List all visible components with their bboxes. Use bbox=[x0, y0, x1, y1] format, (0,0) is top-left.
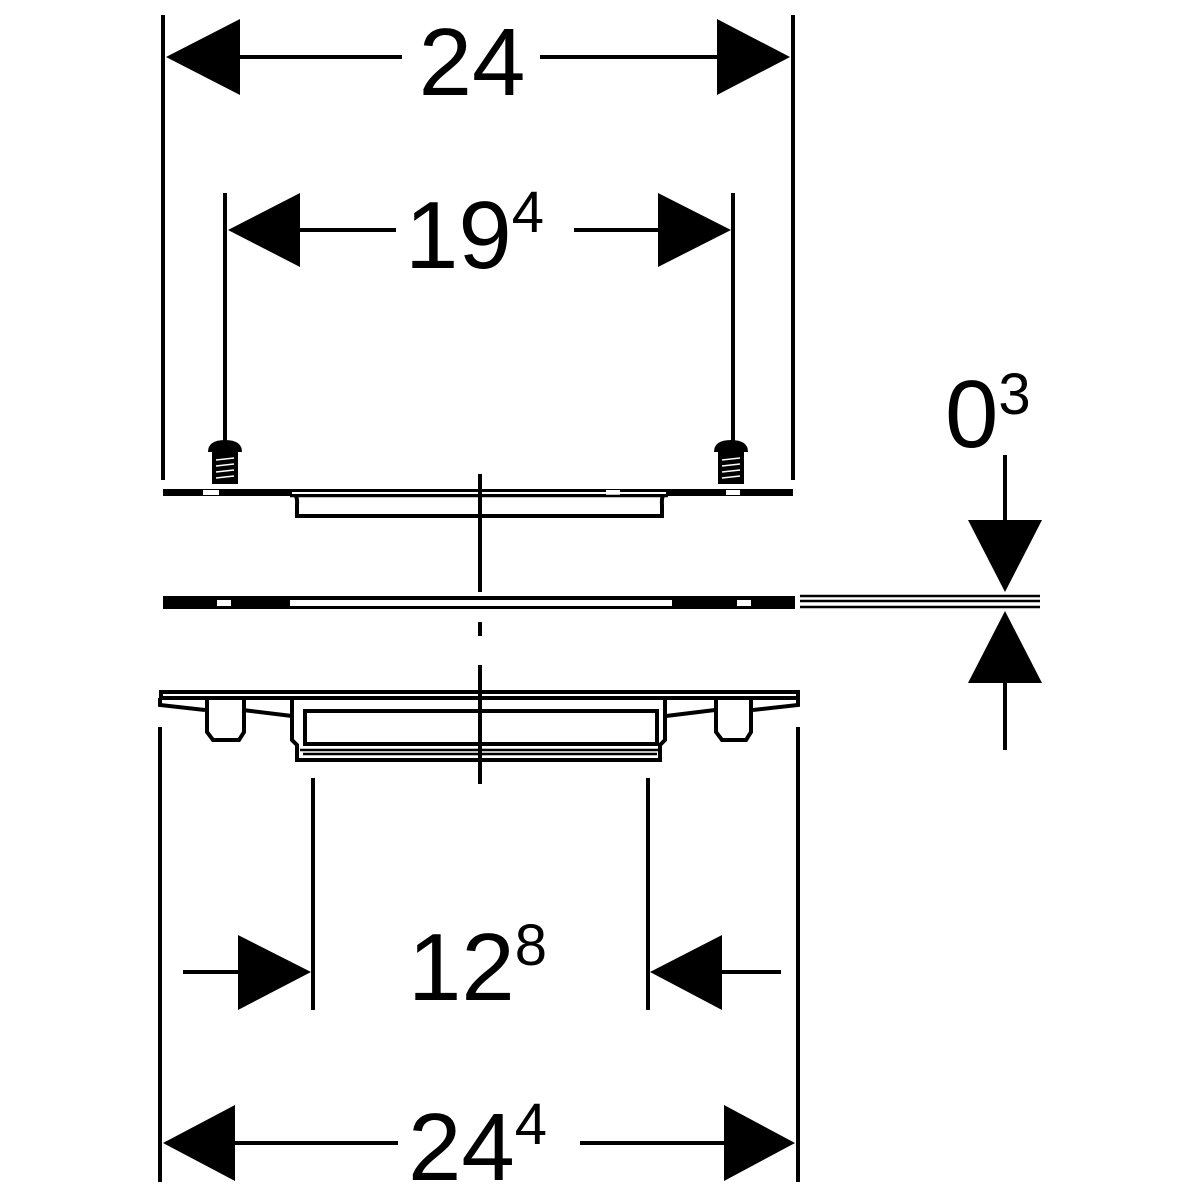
dimension-inner-width: 128 bbox=[183, 778, 781, 1021]
dimension-overall-top: 24 bbox=[161, 9, 795, 480]
dimension-overall-bottom: 244 bbox=[158, 727, 800, 1200]
arrow-left-icon bbox=[163, 1105, 235, 1181]
arrow-right-icon bbox=[238, 935, 311, 1010]
dimension-label: 194 bbox=[405, 180, 544, 289]
dimension-label: 24 bbox=[419, 9, 526, 116]
arrow-up-icon bbox=[968, 611, 1042, 683]
arrow-down-icon bbox=[968, 520, 1042, 592]
dimension-thickness: 03 bbox=[800, 361, 1042, 750]
dimension-screw-spacing: 194 bbox=[223, 180, 735, 455]
arrow-right-icon bbox=[717, 19, 790, 95]
arrow-left-icon bbox=[650, 935, 722, 1010]
sealing-plate bbox=[163, 596, 795, 609]
dimension-label: 128 bbox=[408, 913, 547, 1021]
arrow-left-icon bbox=[166, 19, 240, 95]
arrow-right-icon bbox=[724, 1105, 795, 1181]
dimension-label: 244 bbox=[408, 1092, 547, 1200]
screw-right bbox=[714, 440, 748, 484]
arrow-right-icon bbox=[658, 193, 731, 267]
dimension-label: 03 bbox=[945, 361, 1031, 468]
arrow-left-icon bbox=[228, 193, 300, 267]
screw-left bbox=[208, 440, 242, 484]
